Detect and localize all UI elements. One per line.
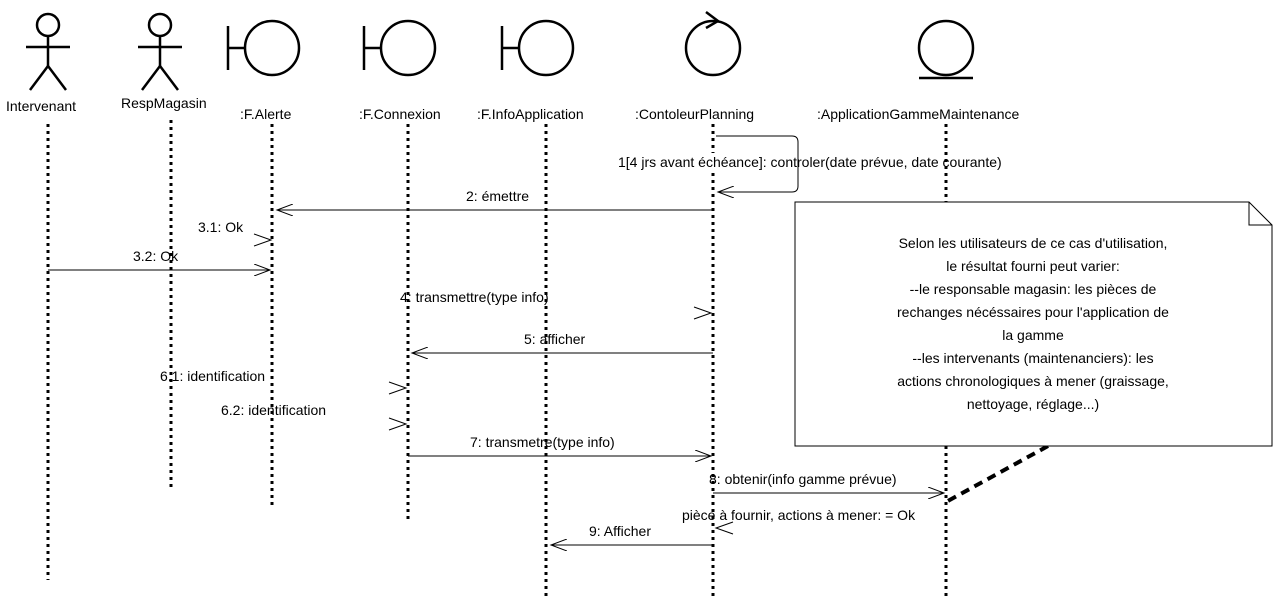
message-label-6-2: 6.2: identification bbox=[221, 402, 326, 418]
respmagasin-actor-icon bbox=[138, 12, 182, 91]
participant-label-finfoapplication: :F.InfoApplication bbox=[477, 106, 584, 122]
message-8-return: pièce à fournir, actions à mener: = Ok bbox=[682, 507, 916, 535]
message-label-9: 9: Afficher bbox=[589, 523, 651, 539]
note-line-8: nettoyage, réglage...) bbox=[967, 396, 1099, 412]
message-3-2: 3.2: Ok bbox=[48, 248, 270, 270]
message-8: 8: obtenir(info gamme prévue) bbox=[709, 471, 944, 493]
note-line-4: rechanges nécéssaires pour l'application… bbox=[897, 304, 1169, 320]
message-label-3-1: 3.1: Ok bbox=[198, 219, 244, 235]
message-label-6-1: 6.1: identification bbox=[160, 368, 265, 384]
message-5: 5: afficher bbox=[412, 331, 713, 353]
finfoapplication-boundary-icon bbox=[500, 19, 575, 77]
controleurplanning-control-icon bbox=[684, 11, 742, 77]
participant-label-respmagasin: RespMagasin bbox=[121, 95, 207, 111]
applicationgamme-entity-icon bbox=[917, 19, 975, 80]
message-label-7: 7: transmetre(type info) bbox=[470, 434, 615, 450]
note-line-1: Selon les utilisateurs de ce cas d'utili… bbox=[899, 235, 1168, 251]
note-line-7: actions chronologiques à mener (graissag… bbox=[897, 373, 1169, 389]
message-2: 2: émettre bbox=[277, 188, 713, 210]
message-label-8: 8: obtenir(info gamme prévue) bbox=[709, 471, 897, 487]
lifelines bbox=[46, 120, 948, 596]
intervenant-actor-icon bbox=[26, 12, 70, 91]
note-line-5: la gamme bbox=[1002, 327, 1064, 343]
message-6-2: 6.2: identification bbox=[221, 402, 408, 431]
message-label-4: 4: transmettre(type info) bbox=[400, 289, 549, 305]
message-6-1: 6.1: identification bbox=[160, 368, 408, 395]
message-9: 9: Afficher bbox=[551, 523, 713, 545]
message-7: 7: transmetre(type info) bbox=[408, 434, 711, 456]
fconnexion-boundary-icon bbox=[362, 19, 437, 77]
note-line-3: --le responsable magasin: les pièces de bbox=[910, 281, 1157, 297]
participant-label-falerte: :F.Alerte bbox=[240, 106, 292, 122]
message-1-self: 1[4 jrs avant échéance]: controler(date … bbox=[616, 135, 1002, 192]
message-label-1: 1[4 jrs avant échéance]: controler(date … bbox=[618, 154, 1002, 170]
participant-label-controleurplanning: :ContoleurPlanning bbox=[635, 106, 754, 122]
note-line-6: --les intervenants (maintenanciers): les bbox=[912, 350, 1153, 366]
message-3-1: 3.1: Ok bbox=[198, 219, 273, 247]
participant-label-intervenant: Intervenant bbox=[6, 98, 76, 114]
note-box: Selon les utilisateurs de ce cas d'utili… bbox=[794, 201, 1273, 447]
participant-label-fconnexion: :F.Connexion bbox=[359, 106, 441, 122]
message-label-3-2: 3.2: Ok bbox=[133, 248, 179, 264]
message-label-2: 2: émettre bbox=[466, 188, 529, 204]
falerte-boundary-icon bbox=[226, 19, 301, 77]
message-label-8-return: pièce à fournir, actions à mener: = Ok bbox=[682, 507, 916, 523]
note-connector bbox=[945, 444, 1049, 504]
message-4: 4: transmettre(type info) bbox=[400, 289, 713, 320]
note-line-2: le résultat fourni peut varier: bbox=[946, 258, 1120, 274]
participant-label-applicationgamme: :ApplicationGammeMaintenance bbox=[817, 106, 1020, 122]
message-label-5: 5: afficher bbox=[524, 331, 586, 347]
